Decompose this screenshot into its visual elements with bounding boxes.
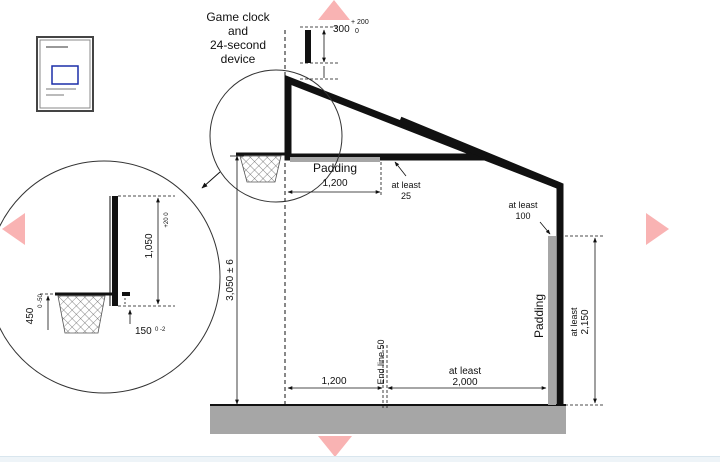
label-detail-450: 450 (25, 307, 36, 324)
label-at-least-25-1: at least (391, 180, 421, 190)
floor (210, 406, 566, 434)
label-padding-side: Padding (532, 294, 546, 338)
backstop-structure (284, 74, 564, 405)
label-at-least-25-2: 25 (401, 191, 411, 201)
label-padding-board: Padding (313, 161, 357, 175)
label-at-least-100-2: 100 (515, 211, 530, 221)
label-floor-dim-2: 2,000 (452, 377, 477, 388)
label-floor-dim-1: at least (449, 366, 481, 377)
basket-net (239, 155, 282, 183)
bottom-bar (0, 456, 720, 462)
page-thumbnail[interactable] (36, 36, 94, 112)
label-at-least-100-1: at least (508, 200, 538, 210)
label-side-dim-2: 2,150 (580, 309, 591, 334)
detail-circle (0, 160, 221, 394)
label-game-clock-4: device (221, 52, 256, 66)
padding-bottom-edge (290, 157, 380, 162)
label-detail-150: 150 (135, 326, 152, 337)
triangle-down-icon[interactable] (318, 436, 352, 457)
label-detail-1050: 1,050 (144, 233, 155, 258)
triangle-left-icon[interactable] (2, 213, 25, 245)
thumbnail-image (36, 36, 94, 112)
label-clock-tol-plus: + 200 (351, 19, 369, 26)
label-end-line: End line 50 (376, 339, 386, 384)
label-game-clock-3: 24-second (210, 38, 266, 52)
labels: Game clock and 24-second device 300 + 20… (25, 10, 591, 388)
label-floor-1200: 1,200 (321, 376, 346, 387)
detail-net (57, 295, 106, 334)
label-detail-150-tol: 0 -2 (155, 327, 166, 333)
label-detail-1050-tol: +20 0 (164, 212, 170, 228)
label-game-clock-1: Game clock (206, 10, 270, 24)
label-game-clock-2: and (228, 24, 248, 38)
label-clock-dim: 300 (333, 24, 350, 35)
label-clock-tol-minus: 0 (355, 28, 359, 35)
label-detail-450-tol: 0 -50 (38, 294, 44, 308)
label-board-dim: 1,200 (322, 178, 347, 189)
magnifier-circle (209, 69, 343, 203)
triangle-up-icon[interactable] (318, 0, 350, 20)
detail-backboard (112, 196, 118, 306)
game-clock-device (305, 30, 311, 63)
padding-side (548, 236, 556, 405)
label-side-dim-1: at least (569, 307, 579, 337)
label-height-dim: 3,050 ± 6 (225, 259, 236, 301)
triangle-right-icon[interactable] (646, 213, 669, 245)
